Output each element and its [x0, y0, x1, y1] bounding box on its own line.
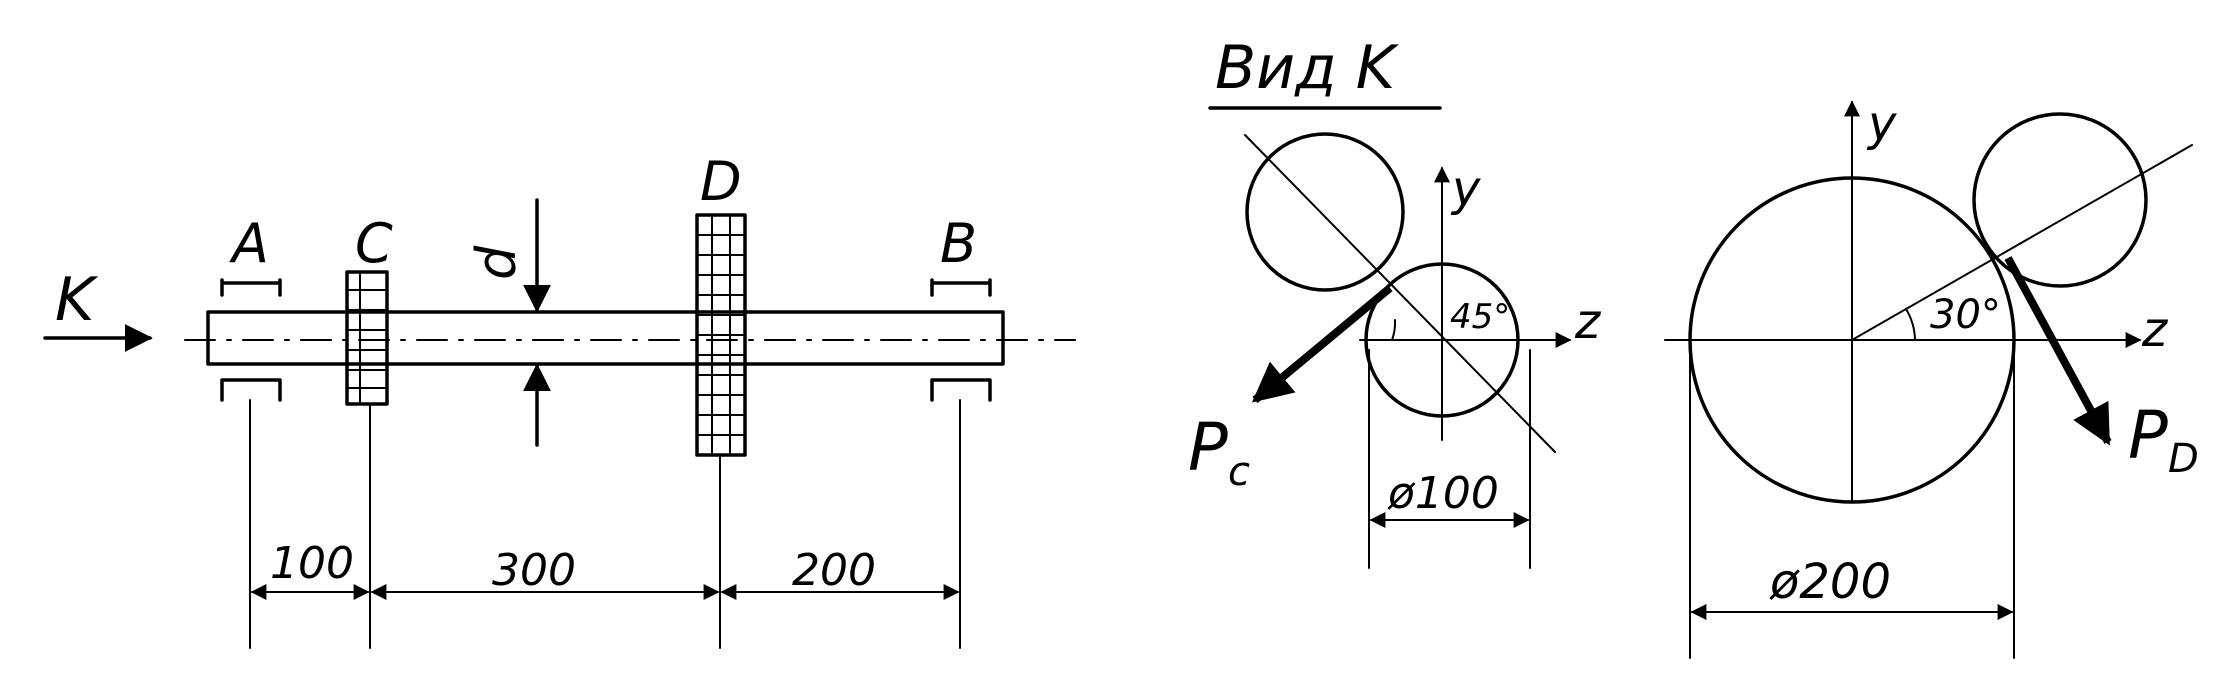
support-a-top — [220, 278, 282, 297]
gear-c-diameter-label: ø100 — [1387, 468, 1499, 519]
mating-pinion-circle-d — [1972, 112, 2148, 288]
gear-d-angle-arc — [1905, 308, 1916, 341]
view-k: Вид K y z 45° P c ø100 — [1188, 33, 2199, 659]
support-a-label: A — [229, 212, 269, 275]
gear-c-line-of-centers — [1244, 134, 1556, 453]
gear-c-extension-lines — [1368, 349, 1531, 569]
gear-c-z-label: z — [1574, 294, 1602, 350]
gear-d — [695, 213, 747, 457]
force-pd-label: P — [2128, 397, 2168, 474]
shaft-view: K A B C d D — [43, 150, 1076, 649]
support-b-bottom — [930, 378, 992, 402]
diameter-label: d — [465, 245, 528, 280]
gear-d-angle-label: 30° — [1930, 292, 2001, 338]
view-k-title: Вид K — [1215, 33, 1400, 103]
dim-db-value: 200 — [792, 545, 876, 596]
support-b-label: B — [940, 212, 977, 275]
gear-c-angle-label: 45° — [1450, 297, 1510, 337]
gear-d-z-label: z — [2141, 302, 2169, 358]
force-pc-subscript: c — [1228, 449, 1250, 495]
gear-c-y-label: y — [1450, 161, 1481, 217]
mating-pinion-circle-c — [1245, 132, 1405, 292]
gear-c-label: C — [355, 212, 393, 275]
support-a-bottom — [220, 378, 282, 402]
gear-d-label: D — [700, 150, 742, 213]
gear-d-diameter-label: ø200 — [1769, 554, 1891, 610]
extension-lines — [249, 399, 961, 649]
force-pc-label: P — [1188, 409, 1228, 486]
force-pc-arrow — [1251, 284, 1393, 404]
gear-d-extension-lines — [1689, 349, 2015, 659]
gear-c-angle-arc — [1391, 319, 1397, 341]
support-b-top — [930, 278, 992, 297]
dim-ac-value: 100 — [270, 538, 354, 589]
large-gear-group: y z 30° P D ø200 — [1664, 96, 2199, 659]
small-gear-group: y z 45° P c ø100 — [1188, 132, 1602, 569]
shaft — [206, 310, 1005, 366]
gear-d-y-label: y — [1866, 96, 1897, 152]
force-pd-arrow — [2004, 256, 2112, 446]
dim-cd-value: 300 — [492, 545, 576, 596]
view-direction-label: K — [55, 265, 99, 335]
force-pd-subscript: D — [2168, 436, 2199, 482]
gear-d-line-of-centers — [1851, 144, 2193, 341]
gear-c — [345, 270, 389, 406]
